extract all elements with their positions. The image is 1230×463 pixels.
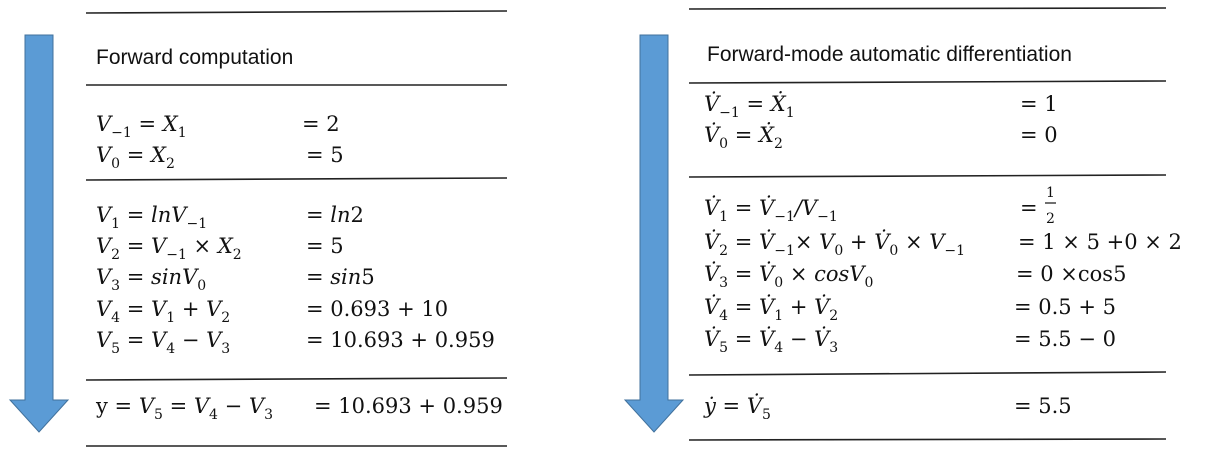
right-eq-vdot4: V̇4 = V̇1 + V̇2 [704,295,838,324]
left-val-y: = 10.693 + 0.959 [314,394,503,418]
fraction-numerator: 1 [1046,185,1055,201]
right-eq-vdot5: V̇5 = V̇4 − V̇3 [704,327,838,356]
left-val-v0: = 5 [306,143,344,167]
left-eq-v4: V4 = V1 + V2 [96,297,230,326]
right-rule-3 [688,371,1167,376]
left-val-v4: = 0.693 + 10 [306,297,448,321]
right-eq-vdot3: V̇3 = V̇0 × cosV0 [704,262,873,291]
left-eq-v-1: V−1 = X1 [96,112,187,141]
left-eq-v0: V0 = X2 [96,143,175,172]
right-val-vdot5: = 5.5 − 0 [1014,327,1116,351]
right-val-vdot3: = 0 ×cos5 [1016,262,1126,286]
left-val-v2: = 5 [306,234,344,258]
right-val-vdot0: = 0 [1020,123,1058,147]
left-eq-v3: V3 = sinV0 [96,265,206,294]
right-val-vdot1-fraction: 1 2 [1045,185,1056,227]
left-eq-y: y = V5 = V4 − V3 [95,394,273,423]
right-val-vdot2: = 1 × 5 +0 × 2 [1018,230,1182,254]
left-eq-v1: V1 = lnV−1 [96,203,207,232]
right-eq-ydot: ẏ = V̇5 [703,394,771,423]
right-val-ydot: = 5.5 [1014,394,1072,418]
left-val-v5: = 10.693 + 0.959 [306,328,495,352]
right-table-rules [688,7,1167,441]
right-val-vdot1: = [1020,196,1038,220]
left-eq-v5: V5 = V4 − V3 [96,328,230,357]
left-rule-top [85,10,508,14]
left-val-v-1: = 2 [302,112,340,136]
left-equations: V−1 = X1 = 2 V0 = X2 = 5 V1 = lnV−1 = ln… [95,112,503,423]
right-title: Forward-mode automatic differentiation [707,43,1072,66]
left-val-v1: = ln2 [306,203,364,227]
right-eq-vdot1: V̇1 = V̇−1/V−1 [704,196,838,225]
left-eq-v2: V2 = V−1 × X2 [96,234,242,263]
right-rule-bottom [688,438,1167,441]
left-val-v3: = sin5 [306,265,375,289]
left-rule-2 [85,177,508,181]
right-rule-top [688,7,1167,10]
right-val-vdot4: = 0.5 + 5 [1014,295,1116,319]
right-val-vdot-1: = 1 [1020,92,1058,116]
left-title: Forward computation [96,46,293,69]
right-equations: V̇−1 = Ẋ1 = 1 V̇0 = Ẋ2 = 0 V̇1 = V̇−1/V−… [703,92,1182,423]
left-rule-3 [85,377,508,381]
right-rule-2 [688,174,1167,178]
left-down-arrow [8,34,70,433]
right-eq-vdot2: V̇2 = V̇−1× V0 + V̇0 × V−1 [704,230,965,259]
right-down-arrow [623,34,685,433]
right-eq-vdot-1: V̇−1 = Ẋ1 [704,92,795,121]
right-rule-1 [688,80,1167,84]
left-table-rules [85,10,508,447]
fraction-denominator: 2 [1046,211,1055,227]
right-eq-vdot0: V̇0 = Ẋ2 [704,123,783,152]
